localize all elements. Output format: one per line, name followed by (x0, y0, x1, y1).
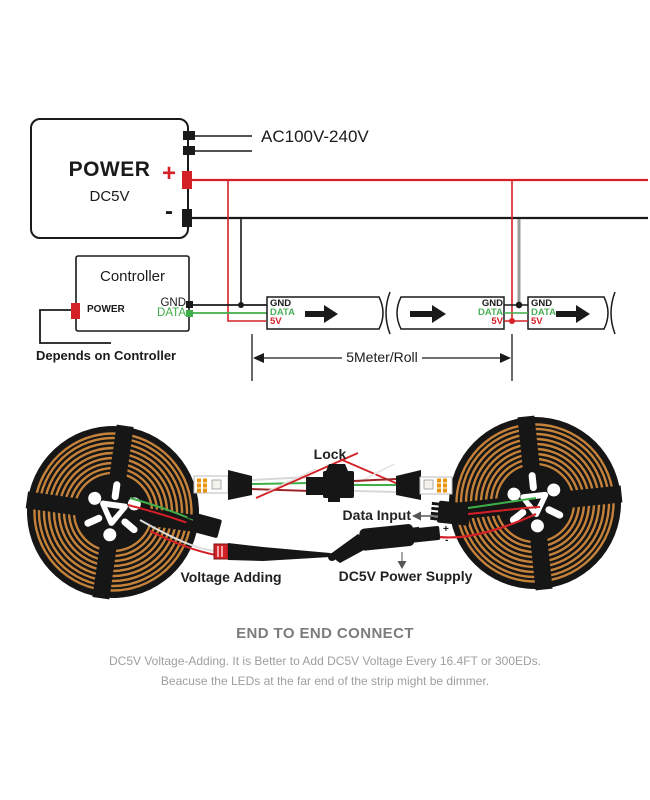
voltage-white-wire (139, 519, 216, 552)
positive-terminal (182, 171, 192, 189)
strip-1-pin-labels: GND DATA 5V (270, 298, 295, 327)
voltage-red-wire-2 (149, 530, 217, 556)
voltage-cable (263, 547, 330, 561)
strip-3-pin-labels: GND DATA 5V (531, 298, 556, 327)
strip-gnd-label: GND (270, 298, 292, 309)
power-box-title: POWER (68, 158, 151, 181)
5v-drop-wire-1 (227, 181, 266, 322)
controller-power-terminal (71, 303, 80, 319)
ac-terminal-1 (183, 131, 195, 140)
strip-break-curve-1 (385, 291, 391, 335)
controller-gnd-terminal (186, 301, 193, 308)
ac-input-wires (195, 135, 252, 152)
strip-5v-label: 5V (491, 316, 503, 327)
negative-terminal (182, 209, 192, 227)
power-supply-label: DC5V Power Supply (338, 568, 473, 584)
arrow-right-icon (556, 305, 590, 323)
roll-length-label: 5Meter/Roll (346, 349, 418, 365)
left-strip-end (193, 470, 252, 500)
dimension-annotation (251, 334, 513, 381)
supply-body (359, 524, 415, 551)
controller-power-wire (39, 309, 111, 344)
led-pads (437, 478, 447, 493)
strip-data-label: DATA (478, 307, 503, 318)
controller-power-label: POWER (87, 304, 125, 315)
lock-wires-right (353, 478, 397, 493)
strip-gnd-label: GND (531, 298, 553, 309)
footer-note-line1: DC5V Voltage-Adding. It is Better to Add… (108, 654, 541, 668)
data-input-green-wire (467, 497, 537, 509)
strip-data-label: DATA (531, 307, 556, 318)
supply-minus-label: - (445, 535, 449, 546)
controller-data-terminal (186, 310, 193, 317)
strip-gnd-label: GND (481, 298, 503, 309)
right-strip-end (396, 470, 453, 500)
controller-data-label: DATA (157, 307, 186, 319)
strip-5v-label: 5V (270, 316, 282, 327)
arrow-left-icon (253, 353, 264, 363)
data-input-label: Data Input (342, 507, 411, 523)
strip-5v-label: 5V (531, 316, 543, 327)
led-chip (211, 479, 222, 490)
controller-title: Controller (99, 268, 166, 285)
lock-connector (306, 464, 354, 502)
strip-segment-2 (396, 296, 505, 330)
voltage-clip (213, 543, 229, 560)
ac-terminal-2 (183, 146, 195, 155)
strip-break-curve-2 (610, 291, 616, 335)
arrow-down-icon (397, 561, 407, 569)
supply-plug (417, 526, 441, 542)
supply-positive-wire (439, 512, 537, 539)
led-pads (197, 478, 207, 493)
arrow-right-icon (500, 353, 511, 363)
arrow-right-icon (410, 305, 446, 323)
footer-note-line2: Beacuse the LEDs at the far end of the s… (160, 674, 490, 688)
data-input-red-wire (467, 506, 541, 515)
voltage-plug (228, 543, 263, 561)
negative-sign: - (165, 198, 173, 225)
voltage-adding-group (127, 497, 330, 561)
arrow-right-icon (305, 305, 338, 323)
power-supply-box (30, 118, 195, 239)
voltage-jst-connector (190, 513, 222, 538)
depends-on-controller-note: Depends on Controller (36, 348, 177, 363)
right-strip-connector (396, 470, 421, 500)
arrow-left-icon (412, 511, 421, 521)
supply-plus-label: + (443, 524, 449, 535)
positive-sign: + (161, 160, 176, 187)
footer-title: END TO END CONNECT (236, 625, 414, 642)
strip-data-label: DATA (270, 307, 295, 318)
lock-label: Lock (313, 446, 347, 462)
controller-gnd-label: GND (160, 297, 186, 309)
ac-input-label: AC100V-240V (261, 127, 369, 146)
strip-2-pin-labels: GND DATA 5V (430, 298, 503, 327)
controller-box (71, 255, 193, 332)
junction-dot-gnd-2b (515, 301, 523, 309)
data-input-connector (430, 500, 471, 526)
lock-tab (326, 464, 348, 471)
voltage-adding-label: Voltage Adding (180, 569, 282, 585)
strip-direction-arrows (305, 305, 590, 323)
led-chip (423, 479, 434, 490)
power-box-subtitle: DC5V (89, 188, 130, 205)
left-strip-connector (228, 470, 252, 500)
dc5v-power-supply (328, 512, 537, 569)
